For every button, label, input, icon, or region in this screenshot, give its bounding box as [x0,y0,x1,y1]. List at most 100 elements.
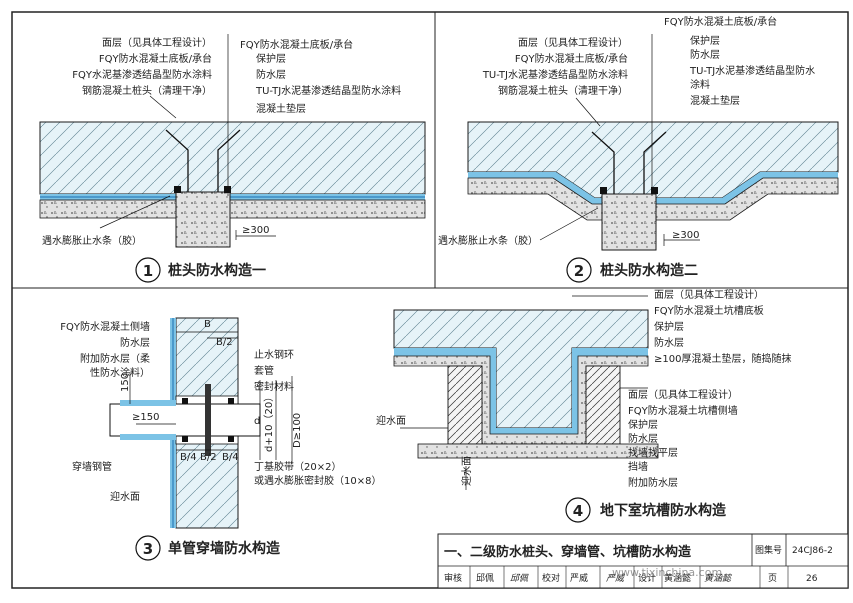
d2-left-label: FQY防水混凝土底板/承台 [515,52,628,65]
d1-leader-strip [99,195,171,229]
d3-right-label: 止水钢环 [254,348,294,361]
tb-cell: 页 [768,573,777,584]
d2-number: 2 [574,262,584,280]
d2-right-label: TU-TJ水泥基渗透结晶型防水 [689,64,815,77]
d2-left-label: 钢筋混凝土桩头（清理干净） [498,84,628,97]
d3-dim-150: 150 [120,373,131,392]
tb-signature: 邱佩 [510,573,529,584]
d1-strip-label: 遇水膨胀止水条（胶） [42,234,142,247]
d3-dim-B2b: B/2 [200,452,217,463]
tb-cell: 邱佩 [476,572,494,584]
tb-signature: 严威 [606,573,626,584]
detail-2-pile-head-type-two: 面层（见具体工程设计） FQY防水混凝土底板/承台 TU-TJ水泥基渗透结晶型防… [438,15,839,283]
d3-number-circle [135,535,161,561]
d3-water-face: 迎水面 [110,491,140,503]
page-number: 26 [806,574,818,584]
d3-ring [205,384,211,456]
d2-right-label: 保护层 [690,34,720,47]
d3-dim-w150: ≥150 [132,412,159,423]
d2-dim-label: ≥300 [672,230,699,241]
d4-mid-label: 面层（见具体工程设计） [628,388,738,401]
d4-mid-label: 挡墙 [628,460,648,473]
d4-number-circle [565,497,591,523]
d3-dim-B: B [204,319,211,330]
atlas-number: 24CJ86-2 [792,546,833,556]
d4-mid-label: 找墙找平层 [628,446,678,459]
d2-left-label: 面层（见具体工程设计） [518,36,628,49]
d1-right-label: FQY防水混凝土底板/承台 [240,38,353,51]
d3-dim-d10: d+10（20） [263,392,275,452]
d4-retaining-wall-right [585,365,621,445]
d3-dim-B4b: B/4 [222,452,239,463]
d4-water-face: 迎水面 [376,415,406,427]
d3-left-label: 附加防水层（柔 [80,352,150,365]
tb-cell: 严威 [570,572,588,584]
d1-left-label: 面层（见具体工程设计） [102,36,212,49]
d1-strip-right [224,186,231,193]
d4-top-label: ≥100厚混凝土垫层，随捣随抹 [654,352,791,365]
tb-signature: 黄涵懿 [704,573,733,584]
d1-dim-label: ≥300 [242,225,269,236]
d2-strip-left [600,187,607,194]
d4-mid-label: 附加防水层 [628,476,678,489]
d1-slab [39,121,426,195]
d1-right-label: 保护层 [256,52,286,65]
d1-number-circle [135,257,161,283]
d2-rebar-1 [591,131,615,194]
d4-mid-label: 保护层 [628,418,658,431]
d3-right-label: 密封材料 [254,380,294,393]
d3-caption: 单管穿墙防水构造 [168,540,280,557]
d2-caption: 桩头防水构造二 [600,262,698,279]
d2-right-label: 涂料 [690,78,710,91]
d4-number: 4 [573,502,583,520]
d1-right-label: 混凝土垫层 [256,102,306,115]
sheet-border [11,11,849,589]
d1-pile [175,191,231,248]
d2-strip-right [651,187,658,194]
atlas-label: 图集号 [755,544,782,556]
d2-right-label: 混凝土垫层 [690,94,740,107]
d3-pipe-label: 穿墙钢管 [72,460,112,473]
d1-rebar-2 [217,129,241,192]
title-block: 一、二级防水桩头、穿墙管、坑槽防水构造 图集号 24CJ86-2 审核 邱佩 邱… [437,533,849,589]
d4-top-label: FQY防水混凝土坑槽底板 [654,304,764,317]
d1-right-label: 防水层 [256,68,286,81]
d3-tape-label: 或遇水膨胀密封胶（10×8） [254,474,381,487]
d4-top-label: 防水层 [654,336,684,349]
d1-right-label: TU-TJ水泥基渗透结晶型防水涂料 [255,84,401,97]
d3-dim-B4: B/4 [180,452,197,463]
d2-strip-label: 遇水膨胀止水条（胶） [438,234,538,247]
d3-pipe [109,403,261,437]
d4-base-cushion [417,443,659,459]
detail-1-pile-head-type-one: 面层（见具体工程设计） FQY防水混凝土底板/承台 FQY水泥基渗透结晶型防水涂… [39,34,426,283]
tb-cell: 黄涵懿 [664,572,691,584]
d1-left-label: 钢筋混凝土桩头（清理干净） [82,84,212,97]
d3-right-label: 套管 [254,364,274,377]
d3-left-label: 性防水涂料） [90,366,150,379]
d3-dim-d: d [254,416,260,427]
d1-left-label: FQY水泥基渗透结晶型防水涂料 [72,68,212,81]
d3-tape-label: 丁基胶带（20×2） [254,460,341,473]
d4-retaining-wall-left [447,365,483,445]
d4-mid-label: 防水层 [628,432,658,445]
d1-cushion [39,199,426,219]
d3-extra-waterproof [120,400,176,406]
d2-right-label: 防水层 [690,48,720,61]
d1-leader-left [149,95,177,119]
d2-left-label: TU-TJ水泥基渗透结晶型防水涂料 [482,68,628,81]
sign-row: 审核 邱佩 邱佩 校对 严威 严威 设计 黄涵懿 黄涵懿 页 26 [444,566,818,588]
drawing-title: 一、二级防水桩头、穿墙管、坑槽防水构造 [444,544,692,560]
d4-top-label: 保护层 [654,320,684,333]
d2-cushion [467,177,839,221]
tb-cell: 校对 [542,572,560,584]
d1-caption: 桩头防水构造一 [168,262,266,279]
detail-3-wall-pipe: FQY防水混凝土侧墙 防水层 附加防水层（柔 性防水涂料） 穿墙钢管 止水钢环 … [60,317,381,561]
d2-pile [601,193,657,251]
d3-left-label: 防水层 [120,336,150,349]
d1-strip-left [174,186,181,193]
d4-water-face: 迎水面 [461,456,473,486]
d2-membrane [468,172,838,204]
d3-number: 3 [143,540,153,558]
d1-left-label: FQY防水混凝土底板/承台 [99,52,212,65]
